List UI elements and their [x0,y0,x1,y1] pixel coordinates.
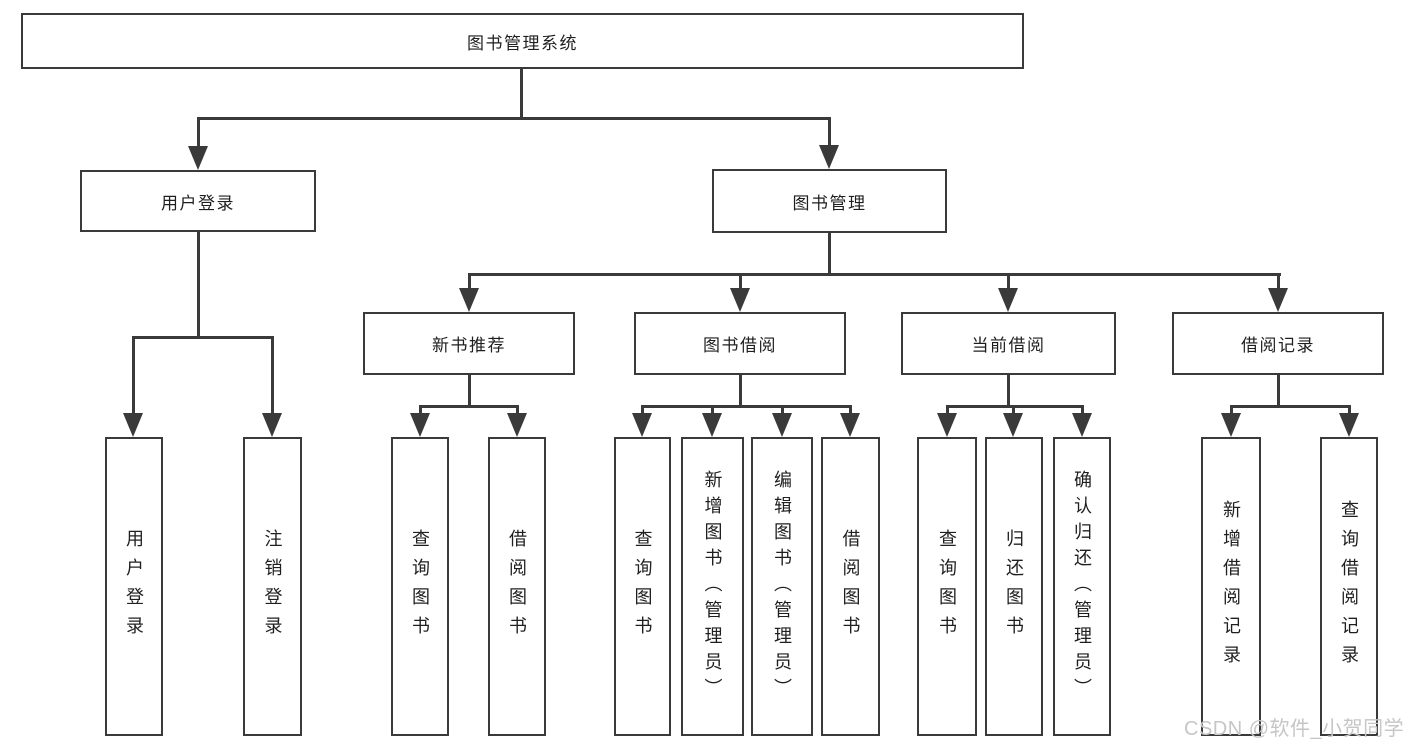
leaf-label: 新增图书（管理员） [702,469,723,704]
node-user-login: 用户登录 [80,170,316,232]
leaf-logout-login: 注销登录 [243,437,302,736]
connector-line [1277,375,1280,407]
connector-line [1012,405,1015,417]
connector-line [132,336,135,416]
arrow-down-icon [410,413,430,437]
connector-line [419,405,519,408]
connector-line [1007,273,1010,292]
leaf-label: 归还图书 [1004,528,1024,645]
leaf-cb-query-books: 查询图书 [917,437,977,736]
leaf-bb-edit-books-admin: 编辑图书（管理员） [751,437,813,736]
connector-line [468,273,471,292]
connector-line [197,117,200,151]
connector-line [641,405,644,417]
connector-line [468,273,1281,276]
arrow-down-icon [188,146,208,170]
arrow-down-icon [1221,413,1241,437]
node-book-management: 图书管理 [712,169,947,233]
leaf-cb-confirm-return-admin: 确认归还（管理员） [1053,437,1111,736]
connector-line [641,405,852,408]
node-new-book-recommend: 新书推荐 [363,312,575,375]
arrow-down-icon [1003,413,1023,437]
connector-line [468,375,471,407]
leaf-label: 编辑图书（管理员） [772,469,792,704]
leaf-label: 查询图书 [410,528,430,645]
leaf-bb-query-books: 查询图书 [614,437,671,736]
connector-line [271,336,274,416]
leaf-label: 借阅图书 [840,528,861,645]
connector-line [197,117,831,120]
connector-line [711,405,714,417]
leaf-br-query-record: 查询借阅记录 [1320,437,1378,736]
arrow-down-icon [507,413,527,437]
watermark-text: CSDN @软件_小贺同学 [1184,718,1405,740]
connector-line [781,405,784,417]
leaf-bb-borrow-books: 借阅图书 [821,437,880,736]
leaf-user-login: 用户登录 [105,437,163,736]
leaf-label: 查询图书 [632,528,653,645]
arrow-down-icon [702,413,722,437]
leaf-label: 新增借阅记录 [1221,499,1241,674]
connector-line [1230,405,1351,408]
leaf-label: 注销登录 [262,528,283,645]
arrow-down-icon [730,288,750,312]
arrow-down-icon [1072,413,1092,437]
connector-line [946,405,949,417]
connector-line [1348,405,1351,417]
arrow-down-icon [1339,413,1359,437]
node-book-borrow: 图书借阅 [634,312,846,375]
leaf-cb-return-books: 归还图书 [985,437,1043,736]
connector-line [739,273,742,292]
leaf-nb-borrow-books: 借阅图书 [488,437,546,736]
connector-line [133,336,274,339]
leaf-label: 查询借阅记录 [1339,499,1359,674]
node-library-system: 图书管理系统 [21,13,1024,69]
connector-line [828,233,831,276]
leaf-label: 借阅图书 [507,528,527,645]
arrow-down-icon [772,413,792,437]
connector-line [419,405,422,417]
connector-line [1277,273,1280,292]
arrow-down-icon [819,145,839,169]
leaf-br-add-record: 新增借阅记录 [1201,437,1261,736]
connector-line [1230,405,1233,417]
leaf-label: 确认归还（管理员） [1072,469,1092,704]
leaf-nb-query-books: 查询图书 [391,437,449,736]
connector-line [828,117,831,151]
connector-line [946,405,1084,408]
arrow-down-icon [937,413,957,437]
arrow-down-icon [459,288,479,312]
connector-line [849,405,852,417]
node-current-borrow: 当前借阅 [901,312,1116,375]
arrow-down-icon [123,413,143,437]
connector-line [197,232,200,339]
leaf-bb-add-books-admin: 新增图书（管理员） [681,437,744,736]
arrow-down-icon [1268,288,1288,312]
arrow-down-icon [998,288,1018,312]
connector-line [739,375,742,407]
connector-line [1007,375,1010,407]
arrow-down-icon [262,413,282,437]
connector-line [1081,405,1084,417]
leaf-label: 查询图书 [937,528,957,645]
arrow-down-icon [632,413,652,437]
arrow-down-icon [840,413,860,437]
connector-line [516,405,519,417]
leaf-label: 用户登录 [124,528,144,645]
node-borrow-records: 借阅记录 [1172,312,1384,375]
connector-line [520,69,523,119]
